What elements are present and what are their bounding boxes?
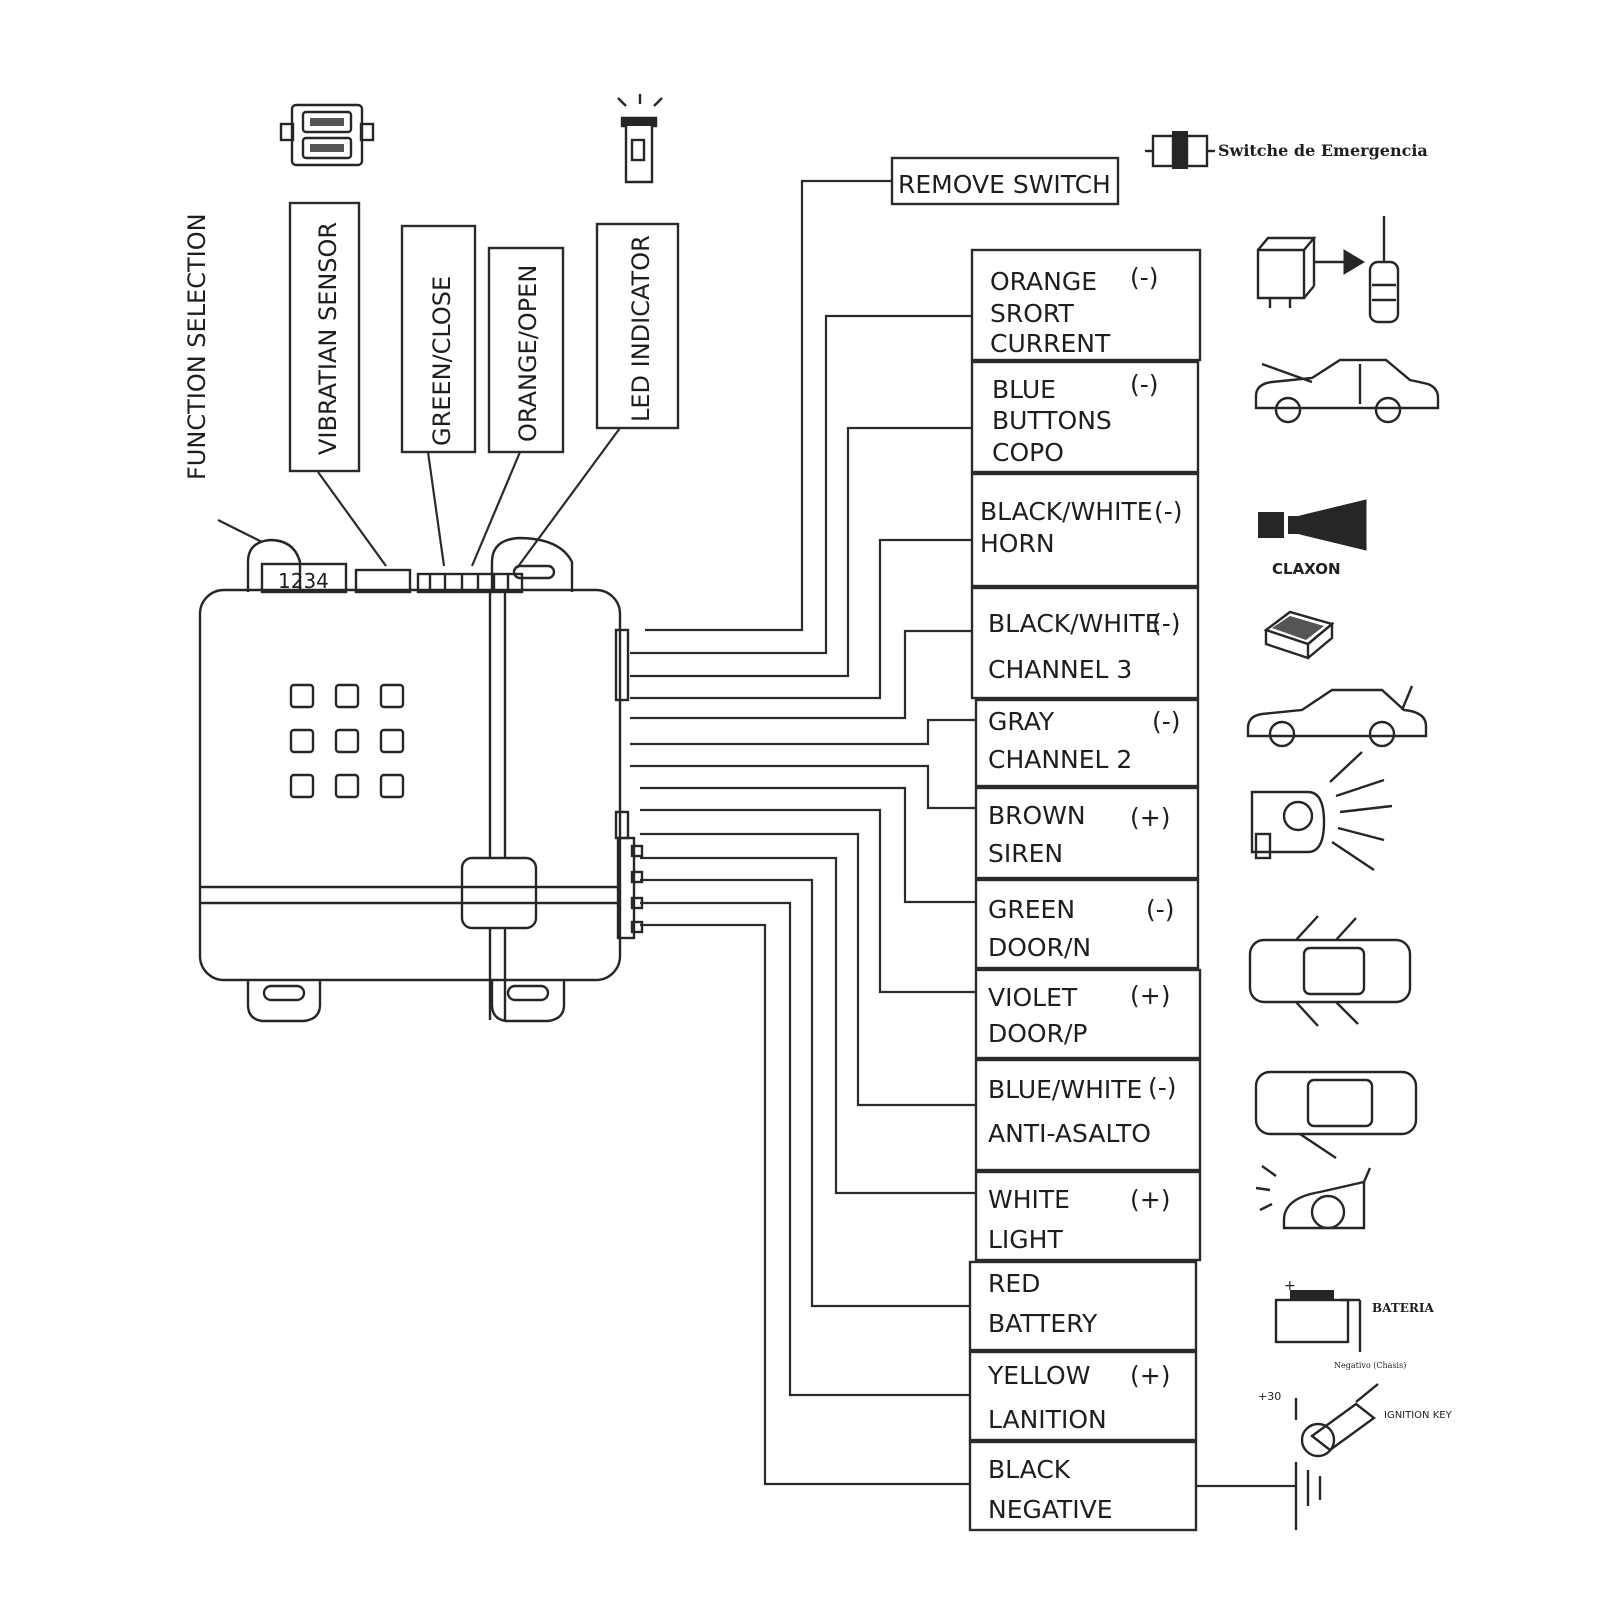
car-top-hood-icon [1254,1070,1418,1159]
wire-12-line2: NEGATIVE [988,1495,1113,1524]
green-close-label: GREEN/CLOSE [428,276,456,446]
negativo-label: Negativo (Chasis) [1334,1361,1406,1370]
vibration-sensor-box [288,201,361,473]
wire-9-polarity: (+) [1130,1185,1170,1214]
wire-5-polarity: (+) [1130,803,1170,832]
orange-open-box [487,246,565,454]
siren-icon [1250,751,1393,871]
wire-3-line2: CHANNEL 3 [988,655,1132,684]
remove-switch-box [890,156,1120,206]
wire-6-line2: DOOR/N [988,933,1091,962]
led-bulb-icon [617,94,663,184]
green-close-leader [426,451,446,567]
vibration-leader [317,471,387,567]
terminal-violet: VIOLET (+) DOOR/P [974,968,1202,1060]
ignition-key-icon [1294,1383,1379,1458]
wire-8-line2: ANTI-ASALTO [988,1119,1151,1148]
wire-6-line1: GREEN [988,895,1075,924]
orange-open-leader [470,451,522,567]
wire-4-polarity: (-) [1152,707,1181,736]
wire-12-line1: BLACK [988,1455,1071,1484]
led-leader [516,427,621,569]
emergency-switch-label: Switche de Emergencia [1218,141,1428,160]
terminal-white: WHITE (+) LIGHT [974,1170,1202,1262]
terminal-gray: GRAY (-) CHANNEL 2 [974,698,1200,788]
claxon-horn-icon [1258,499,1367,551]
wire-0-polarity: (-) [1130,263,1159,292]
terminal-orange: ORANGE (-) SRORT CURRENT [970,248,1202,362]
ignition-key-label: IGNITION KEY [1384,1410,1453,1421]
wire-5-line2: SIREN [988,839,1063,868]
terminal-black-white-horn: BLACK/WHITE (-) HORN [970,472,1200,588]
wire-0-line2: SRORT [990,299,1074,328]
terminal-black: BLACK NEGATIVE [968,1440,1198,1532]
wire-bundle [630,179,976,1486]
plus30-label: +30 [1258,1390,1281,1403]
wire-4-line1: GRAY [988,707,1055,736]
remove-switch-label: REMOVE SWITCH [898,170,1111,199]
terminal-blue-white: BLUE/WHITE (-) ANTI-ASALTO [974,1058,1202,1172]
control-module: 1234 [198,536,644,1023]
wire-8-polarity: (-) [1148,1073,1177,1102]
wire-7-line1: VIOLET [988,983,1078,1012]
wire-5-line1: BROWN [988,801,1086,830]
headlight-icon [1255,1165,1372,1230]
wire-2-line2: HORN [980,529,1055,558]
led-indicator-box [595,222,680,430]
terminal-black-white-channel3: BLACK/WHITE (-) CHANNEL 3 [970,586,1200,700]
emergency-switch-icon [1145,131,1215,169]
ground-icon [1196,1462,1322,1530]
wire-8-line1: BLUE/WHITE [988,1075,1142,1104]
wire-2-line1: BLACK/WHITE [980,497,1153,526]
wire-9-line1: WHITE [988,1185,1070,1214]
terminal-green: GREEN (-) DOOR/N [974,878,1200,970]
wire-1-line2: BUTTONS [992,406,1112,435]
wire-3-line1: BLACK/WHITE [988,609,1161,638]
wire-7-line2: DOOR/P [988,1019,1087,1048]
car-top-doors-icon [1248,915,1412,1027]
wire-10-line1: RED [988,1269,1040,1298]
vibration-sensor-icon [279,103,375,167]
wire-6-polarity: (-) [1146,895,1175,924]
battery-icon [1274,1290,1362,1352]
bateria-label: BATERIA [1372,1301,1434,1315]
wire-9-line2: LIGHT [988,1225,1063,1254]
wire-3-polarity: (-) [1152,609,1181,638]
wire-4-line2: CHANNEL 2 [988,745,1132,774]
wire-0-line1: ORANGE [990,267,1097,296]
green-close-box [400,224,477,454]
car-hood-icon [1254,358,1440,424]
battery-plus: + [1284,1278,1296,1294]
terminal-blue: BLUE (-) BUTTONS COPO [970,360,1200,474]
wire-11-line1: YELLOW [987,1361,1090,1390]
keypad-grid [289,683,405,799]
function-selection-leader [217,519,263,543]
wire-2-polarity: (-) [1154,497,1183,526]
led-indicator-label: LED INDICATOR [627,235,655,422]
wire-0-line3: CURRENT [990,329,1111,358]
relay-coil-icon [1256,216,1400,324]
claxon-label: CLAXON [1272,560,1341,578]
wire-11-polarity: (+) [1130,1361,1170,1390]
terminal-brown: BROWN (+) SIREN [974,786,1200,880]
function-selection-label: FUNCTION SELECTION [183,213,211,480]
module-box-icon [1263,610,1335,660]
vibration-sensor-label: VIBRATIAN SENSOR [314,222,342,455]
wire-1-polarity: (-) [1130,370,1159,399]
wire-10-line2: BATTERY [988,1309,1098,1338]
wire-1-line3: COPO [992,438,1064,467]
terminal-yellow: YELLOW (+) LANITION [968,1350,1198,1442]
orange-open-label: ORANGE/OPEN [514,265,542,442]
car-trunk-icon [1246,685,1428,748]
wire-11-line2: LANITION [988,1405,1107,1434]
wire-1-line1: BLUE [992,375,1056,404]
wire-7-polarity: (+) [1130,981,1170,1010]
terminal-red: RED BATTERY [968,1260,1198,1352]
